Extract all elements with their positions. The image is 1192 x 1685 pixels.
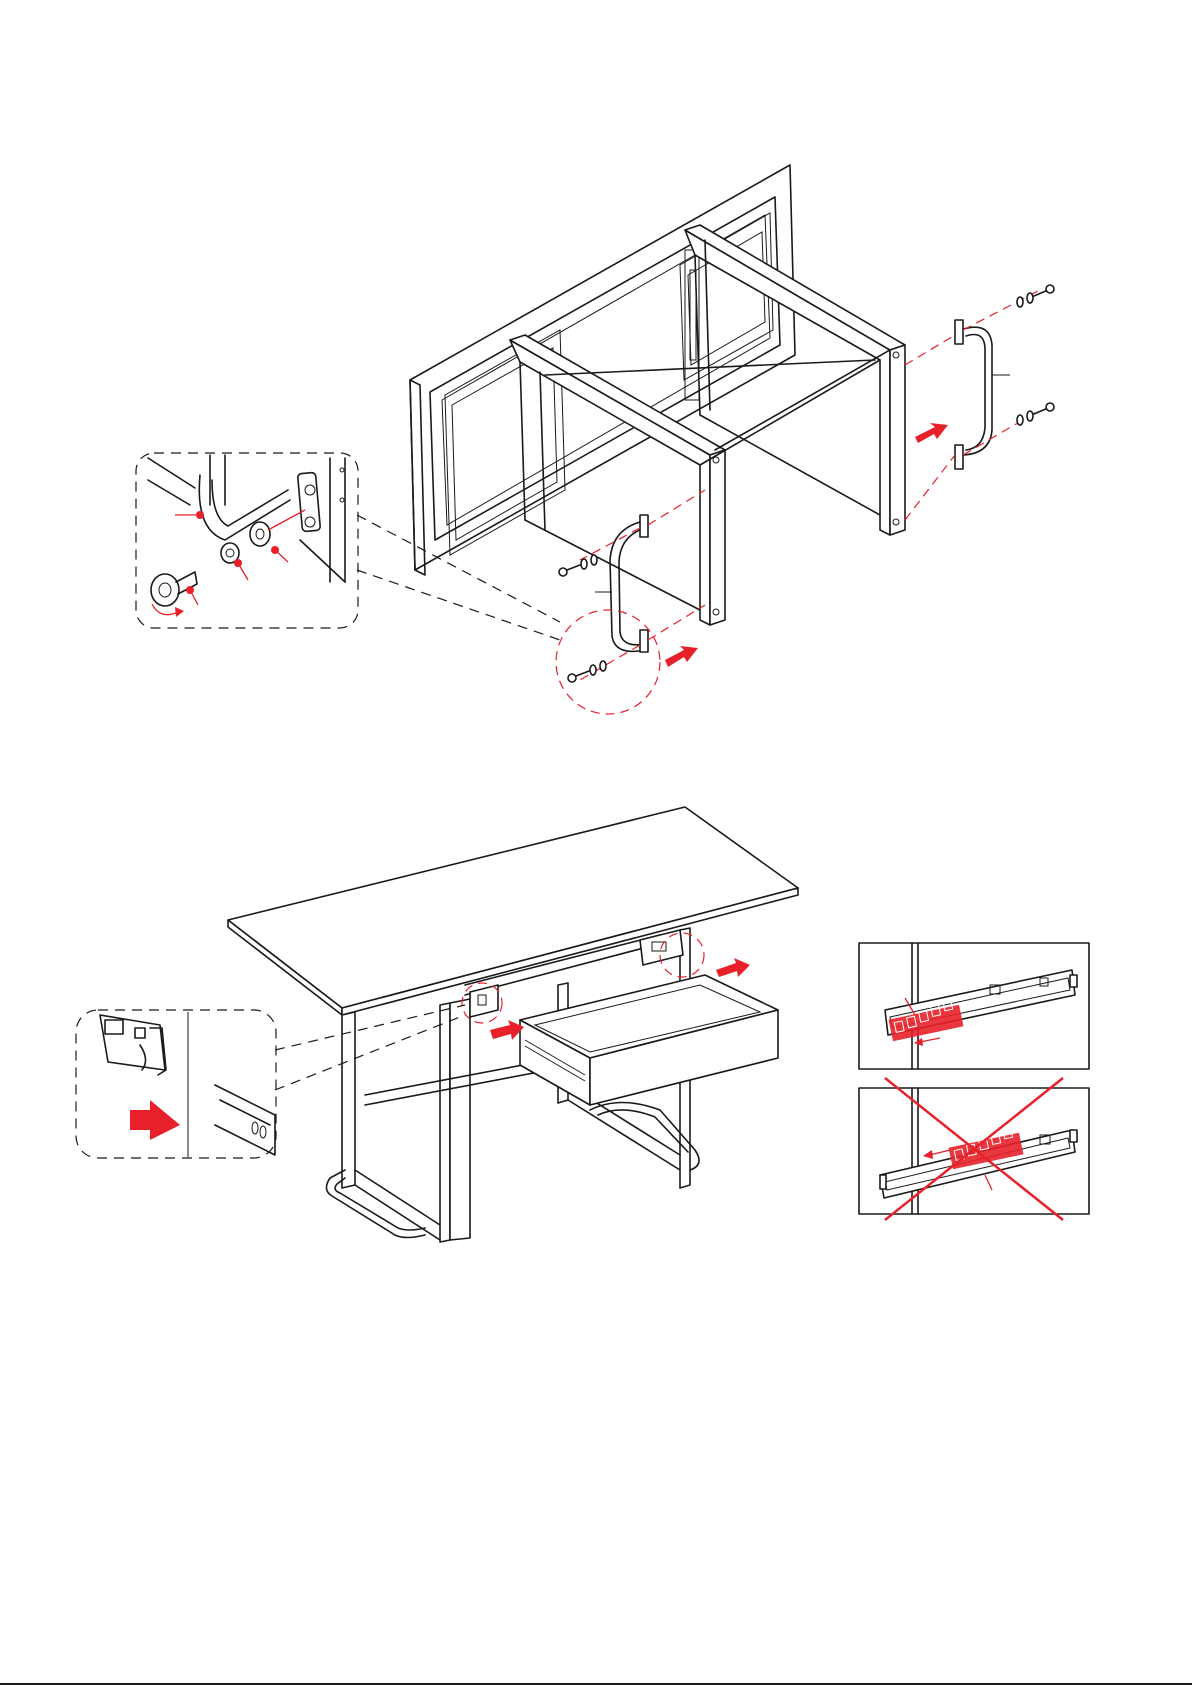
- detail-callout-circle: [556, 610, 660, 714]
- step-attach-footrests: [136, 165, 1054, 714]
- footrest-bar-left: [595, 515, 648, 652]
- bolt-washer-detail: [136, 453, 358, 628]
- direction-arrow-icon: [665, 646, 698, 667]
- slide-incorrect: [859, 1078, 1089, 1220]
- bolt-icon: [568, 661, 606, 682]
- direction-arrow-icon: [130, 1100, 180, 1140]
- allen-key-turn-icon: [151, 572, 197, 617]
- slide-correct: [859, 943, 1089, 1069]
- bolt-icon: [559, 555, 597, 576]
- bolt-icon: [1017, 403, 1054, 425]
- bolt-icon: [1017, 285, 1054, 307]
- direction-arrow-icon: [915, 423, 948, 443]
- right-footrest-guides: [905, 285, 1054, 520]
- inset-leaders: [275, 1005, 465, 1090]
- footrest-bar-right: [955, 320, 1010, 469]
- step-insert-drawer: [76, 807, 1089, 1242]
- direction-arrow-icon: [716, 958, 750, 977]
- slide-lock-detail: [76, 1010, 276, 1158]
- desk-top-inverted: [410, 165, 795, 575]
- left-footrest-guides: [556, 490, 705, 714]
- direction-arrow-icon: [490, 1020, 524, 1040]
